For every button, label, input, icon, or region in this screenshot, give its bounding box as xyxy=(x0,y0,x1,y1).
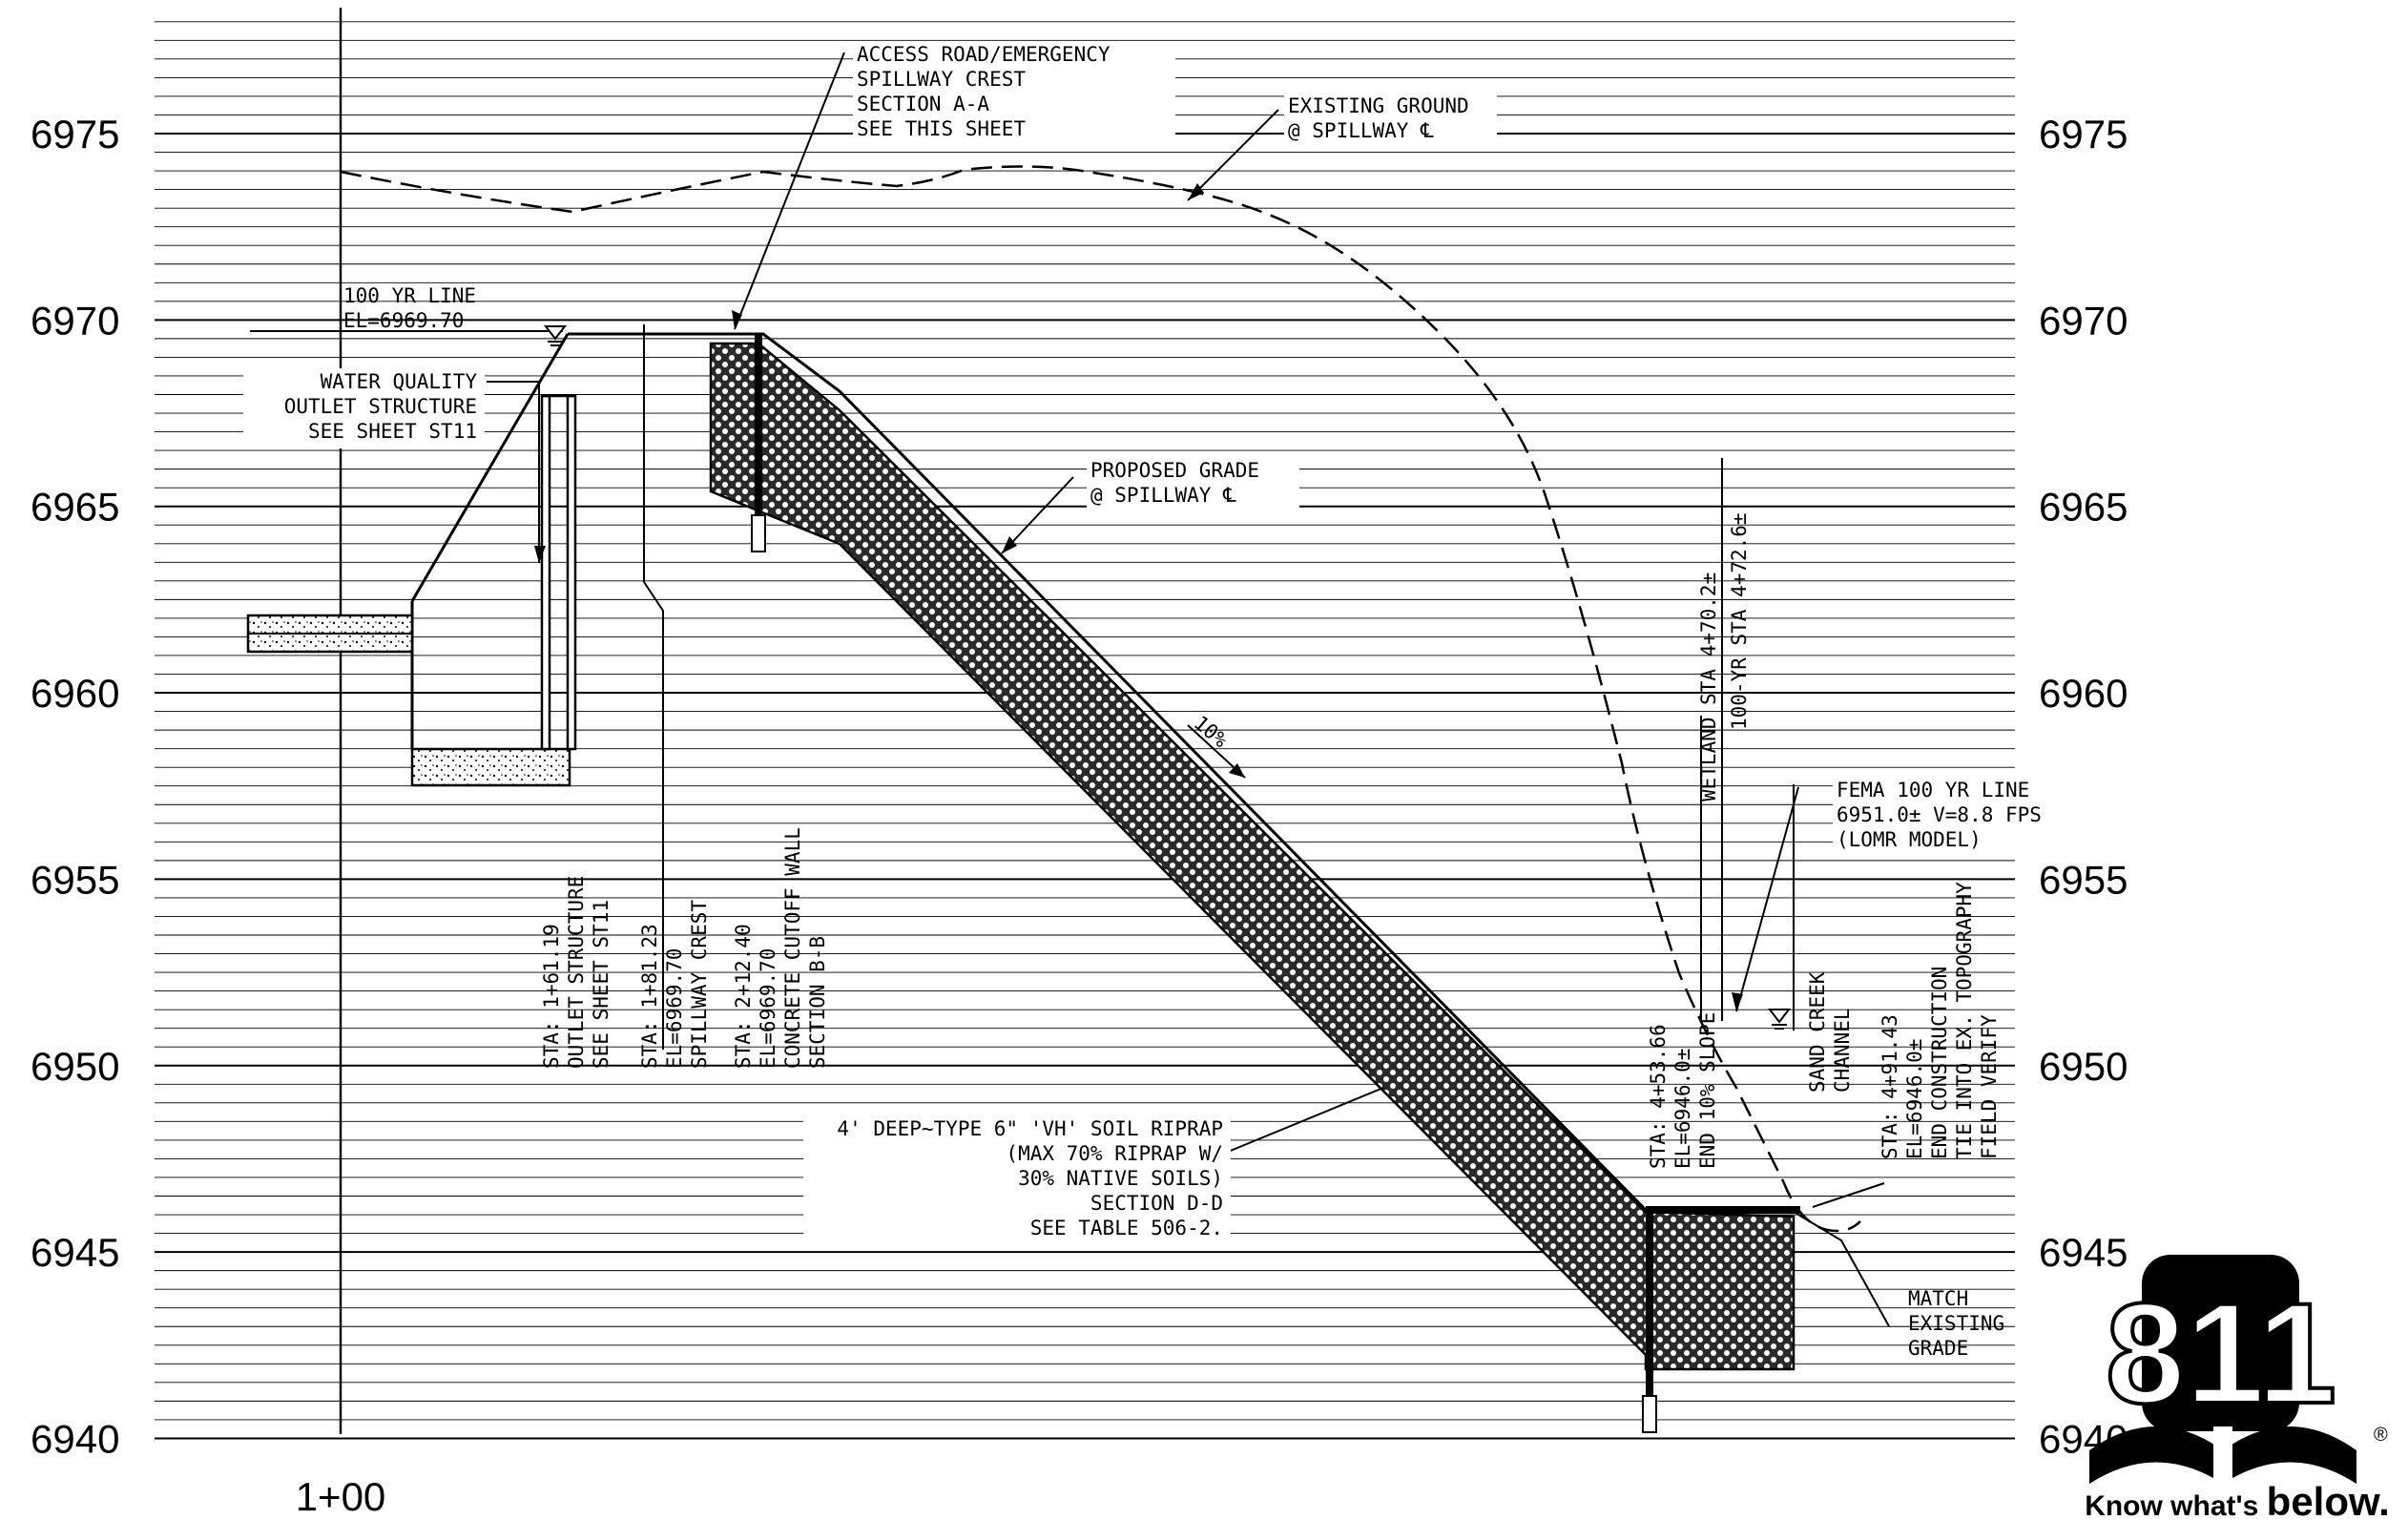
outlet-structure xyxy=(246,394,577,787)
registered-mark: ® xyxy=(2374,1425,2388,1446)
sta-491-label-line: FIELD VERIFY xyxy=(1978,1014,2001,1159)
sand-creek-label-line: CHANNEL xyxy=(1831,1008,1854,1093)
elevation-tick-label: 6975 xyxy=(2039,112,2128,156)
elevation-tick-label: 6940 xyxy=(31,1416,119,1461)
end-wall-footing xyxy=(1642,1395,1657,1433)
sta-453-label-line: END 10% SLOPE xyxy=(1696,1012,1719,1169)
access-road-callout-line: ACCESS ROAD/EMERGENCY xyxy=(857,43,1111,66)
sta-453-label-line: STA: 4+53.66 xyxy=(1647,1024,1670,1169)
proposed-grade-callout-line: PROPOSED GRADE xyxy=(1090,459,1259,482)
sta-181-label-line: STA: 1+81.23 xyxy=(638,924,661,1069)
elevation-tick-label: 6955 xyxy=(31,857,119,902)
elevation-tick-label: 6955 xyxy=(2039,857,2128,902)
existing-ground-callout-line: EXISTING GROUND xyxy=(1288,94,1469,117)
elevation-tick-label: 6965 xyxy=(2039,485,2128,530)
elevation-tick-label: 6945 xyxy=(2039,1230,2128,1275)
cutoff-wall-footing xyxy=(751,514,766,552)
elevation-tick-label: 6970 xyxy=(2039,298,2128,343)
sta-181-label-line: SPILLWAY CREST xyxy=(688,900,711,1069)
sta-491-label-line: STA: 4+91.43 xyxy=(1879,1014,1901,1159)
concrete-cutoff-wall xyxy=(755,334,762,515)
leader-lines xyxy=(487,52,1890,1327)
sta-161-label-line: SEE SHEET ST11 xyxy=(590,900,612,1069)
wetland-sta-label-line: WETLAND STA 4+70.2± xyxy=(1697,573,1720,802)
sta-212-label-line: SECTION B-B xyxy=(806,936,829,1069)
match-existing-callout-line: MATCH xyxy=(1908,1287,1968,1310)
logo-number: 811 xyxy=(2106,1273,2336,1433)
sta-491-label-line: END CONSTRUCTION xyxy=(1928,967,1951,1159)
match-existing-callout-line: EXISTING xyxy=(1908,1312,2004,1335)
station-axis: 0+501+002+003+004+005+005+50 xyxy=(296,1474,386,1519)
existing-ground-callout-line: @ SPILLWAY ℄ xyxy=(1288,119,1434,142)
riprap-callout: 4' DEEP~TYPE 6" 'VH' SOIL RIPRAP(MAX 70%… xyxy=(803,1115,1231,1245)
existing-ground-callout: EXISTING GROUND@ SPILLWAY ℄ xyxy=(1284,93,1497,148)
station-tick-label: 1+00 xyxy=(296,1474,386,1519)
sta-161-label-line: OUTLET STRUCTURE xyxy=(565,876,588,1069)
leader-arrowheads xyxy=(534,183,1743,1011)
end-cap xyxy=(1646,1206,1800,1214)
access-road-callout-line: SECTION A-A xyxy=(857,93,989,115)
water-quality-callout-line: SEE SHEET ST11 xyxy=(308,420,477,443)
proposed-grade-callout: PROPOSED GRADE@ SPILLWAY ℄ xyxy=(1087,457,1299,512)
wetland-sta-label: WETLAND STA 4+70.2± xyxy=(1697,573,1720,802)
call-811-logo: 811 ® Know what's below. xyxy=(2085,1255,2390,1520)
sta-161-label-line: STA: 1+61.19 xyxy=(540,924,563,1069)
slope-label: 10% xyxy=(1190,711,1233,752)
end-cutoff-wall xyxy=(1646,1210,1653,1396)
proposed-grade-callout-line: @ SPILLWAY ℄ xyxy=(1090,484,1236,507)
elevation-tick-label: 6960 xyxy=(31,671,119,716)
riprap-callout-line: SECTION D-D xyxy=(1090,1192,1223,1215)
elevation-tick-label: 6965 xyxy=(31,485,119,530)
sta-212-label-line: EL=6969.70 xyxy=(757,948,779,1069)
existing-ground-line xyxy=(340,165,1861,1233)
riprap-callout-line: SEE TABLE 506-2. xyxy=(1030,1217,1223,1239)
elevation-tick-label: 6975 xyxy=(31,112,119,156)
match-existing-callout-line: GRADE xyxy=(1908,1337,1968,1360)
fema-callout-line: FEMA 100 YR LINE xyxy=(1837,779,2029,802)
riprap-callout-line: 4' DEEP~TYPE 6" 'VH' SOIL RIPRAP xyxy=(837,1117,1223,1140)
sta-181-label-line: EL=6969.70 xyxy=(663,948,686,1069)
riprap-channel xyxy=(709,342,1796,1371)
fema-callout-line: 6951.0± V=8.8 FPS xyxy=(1837,803,2042,826)
slope-arrowhead xyxy=(1229,763,1245,778)
hundred-yr-sta-label-line: 100-YR STA 4+72.6± xyxy=(1728,512,1751,730)
sand-creek-label-line: SAND CREEK xyxy=(1806,971,1829,1093)
elevation-tick-label: 6970 xyxy=(31,298,119,343)
logo-tagline: Know what's below. xyxy=(2085,1479,2390,1520)
elevation-tick-label: 6950 xyxy=(31,1044,119,1089)
sta-212-label-line: STA: 2+12.40 xyxy=(732,924,755,1069)
sta-453-label-line: EL=6946.0± xyxy=(1671,1049,1694,1169)
access-road-callout-line: SPILLWAY CREST xyxy=(857,68,1026,91)
elevation-axis-left: 6975 6970 6965 6960 6955 6950 6945 6940 xyxy=(31,112,119,1461)
access-road-callout-line: SEE THIS SHEET xyxy=(857,117,1026,140)
hundred-yr-sta-label: 100-YR STA 4+72.6± xyxy=(1728,512,1751,730)
sta-491-label-line: EL=6946.0± xyxy=(1903,1039,1926,1159)
sta-491-label-line: TIE INTO EX. TOPOGRAPHY xyxy=(1953,882,1976,1159)
water-surface-symbols xyxy=(543,325,1792,1030)
fema-callout-line: (LOMR MODEL) xyxy=(1837,828,1982,851)
riprap-callout-line: (MAX 70% RIPRAP W/ xyxy=(1006,1142,1223,1165)
hundred-yr-callout-line: EL=6969.70 xyxy=(343,309,464,332)
hundred-yr-callout-line: 100 YR LINE xyxy=(343,284,476,307)
riprap-callout-line: 30% NATIVE SOILS) xyxy=(1018,1167,1223,1190)
water-quality-callout-line: WATER QUALITY xyxy=(321,370,478,393)
elevation-tick-label: 6950 xyxy=(2039,1044,2128,1089)
sta-212-label-line: CONCRETE CUTOFF WALL xyxy=(781,827,804,1069)
elevation-tick-label: 6945 xyxy=(31,1230,119,1275)
water-quality-callout-line: OUTLET STRUCTURE xyxy=(284,395,477,418)
elevation-tick-label: 6960 xyxy=(2039,671,2128,716)
